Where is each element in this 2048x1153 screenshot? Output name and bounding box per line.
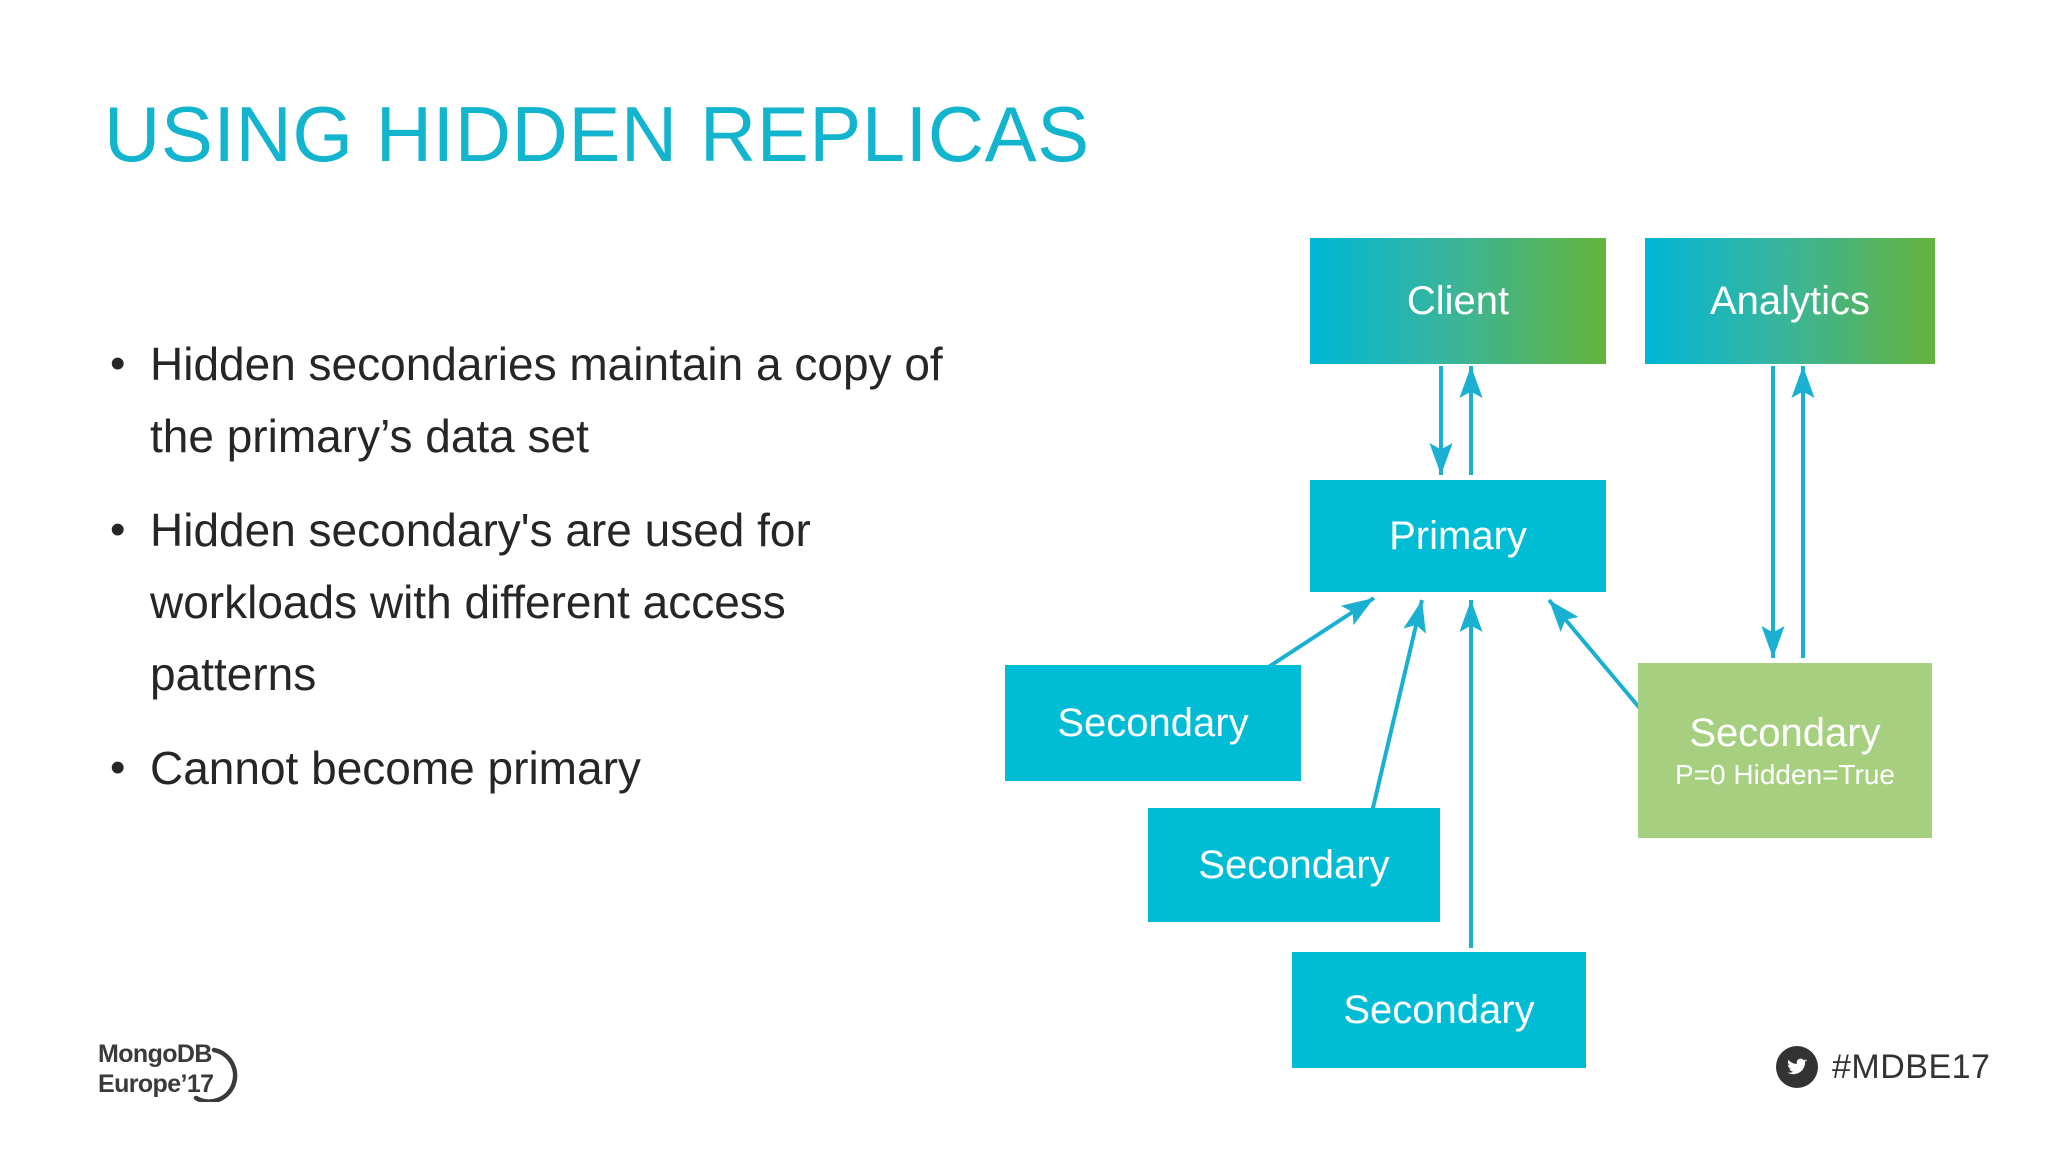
list-item: • Hidden secondary's are used for worklo… xyxy=(104,494,944,710)
diagram-node-secondary-1[interactable]: Secondary xyxy=(1005,665,1301,781)
edge-secondary1-to-primary xyxy=(1265,596,1376,670)
bullet-list: • Hidden secondaries maintain a copy of … xyxy=(104,328,944,826)
logo-line1: MongoDB xyxy=(98,1040,212,1068)
bullet-text: Hidden secondaries maintain a copy of th… xyxy=(150,338,943,462)
mdbe-hashtag-label: #MDBE17 xyxy=(1832,1048,1991,1086)
diagram-node-secondary-hidden[interactable]: Secondary P=0 Hidden=True xyxy=(1638,663,1932,838)
mongodb-logo-icon: MongoDB Europe’17 xyxy=(98,1040,238,1104)
page-title: USING HIDDEN REPLICAS xyxy=(104,90,1090,178)
mdbe-footer: #MDBE17 xyxy=(1776,1046,1990,1088)
diagram-node-secondary-3[interactable]: Secondary xyxy=(1292,952,1586,1068)
node-label: Client xyxy=(1406,279,1510,323)
logo-line2: Europe’17 xyxy=(98,1070,213,1098)
bullet-text: Hidden secondary's are used for workload… xyxy=(150,504,811,700)
node-label: Secondary xyxy=(1198,843,1390,887)
diagram-node-primary[interactable]: Primary xyxy=(1310,480,1606,592)
diagram-node-secondary-2[interactable]: Secondary xyxy=(1148,808,1440,922)
list-item: • Cannot become primary xyxy=(104,732,944,804)
bullet-marker-icon: • xyxy=(110,743,126,792)
bullet-text: Cannot become primary xyxy=(150,742,641,794)
bullet-marker-icon: • xyxy=(110,339,126,388)
diagram-node-analytics[interactable]: Analytics xyxy=(1645,238,1935,364)
node-sublabel: P=0 Hidden=True xyxy=(1675,758,1895,790)
mongodb-europe-logo: MongoDB Europe’17 xyxy=(98,1036,246,1104)
list-item: • Hidden secondaries maintain a copy of … xyxy=(104,328,944,472)
node-label: Secondary xyxy=(1689,710,1881,755)
twitter-icon[interactable] xyxy=(1776,1046,1818,1088)
node-label: Secondary xyxy=(1343,988,1535,1032)
node-label: Primary xyxy=(1389,514,1527,558)
node-label: Analytics xyxy=(1709,279,1871,323)
edge-hidden-secondary-to-primary xyxy=(1547,598,1650,720)
node-label: Secondary xyxy=(1057,701,1249,745)
edge-secondary2-to-primary xyxy=(1370,599,1426,813)
bullet-marker-icon: • xyxy=(110,505,126,554)
diagram-node-client[interactable]: Client xyxy=(1310,238,1606,364)
